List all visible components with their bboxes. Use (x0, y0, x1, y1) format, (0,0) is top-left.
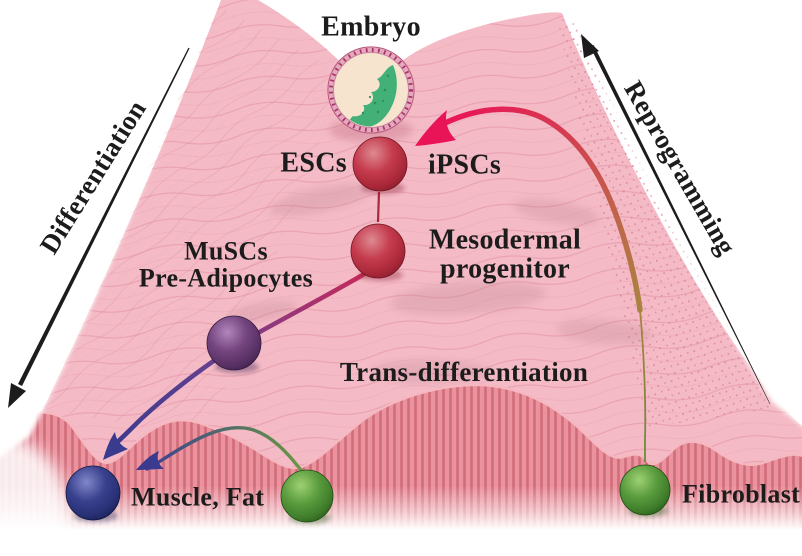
right-white-wedge (567, 0, 802, 426)
muscs-line1: MuSCs (184, 236, 268, 266)
cell-balls (65, 136, 671, 524)
fibroblast-ball (619, 464, 671, 516)
differentiation-arrowhead-icon (8, 383, 26, 408)
mesodermal-progenitor-label: Mesodermal progenitor (428, 224, 582, 285)
trans-differentiation-label: Trans-differentiation (339, 356, 589, 387)
muscle-fat-ball (65, 465, 121, 521)
texture-smudges (226, 184, 652, 384)
trans-differentiation-curve (136, 426, 308, 479)
escs-label: ESCs (280, 147, 347, 179)
muscs-preadipocyte-ball (206, 315, 262, 371)
embryo-label: Embryo (321, 11, 421, 43)
reprogramming-curve (415, 106, 647, 462)
mesodermal-line1: Mesodermal (428, 224, 582, 256)
left-white-wedge (0, 0, 214, 458)
ipscs-label: iPSCs (428, 149, 502, 181)
esc-ipsc-ball (352, 136, 408, 192)
transdifferentiation-source-ball (280, 469, 334, 523)
inner-cell-mass (347, 65, 397, 127)
blastocyst-icon (327, 46, 415, 134)
muscs-preadipocytes-label: MuSCs Pre-Adipocytes (138, 236, 314, 293)
muscs-line2: Pre-Adipocytes (138, 264, 314, 293)
mesodermal-line2: progenitor (439, 254, 571, 285)
mesodermal-progenitor-ball (350, 223, 406, 279)
esc-mesodermal-connector (376, 191, 381, 223)
differentiation-arrow (18, 47, 190, 386)
differentiation-arrowhead-icon (103, 432, 128, 460)
reprogramming-arrowhead-icon (581, 34, 599, 58)
axis-arrows (8, 34, 771, 408)
foreground-ridge (0, 383, 802, 556)
reprogramming-arrow (590, 45, 771, 405)
muscle-fat-label: Muscle, Fat (131, 482, 265, 512)
trans-differentiation-arrowhead-icon (136, 451, 164, 470)
reprogramming-arrowhead-icon (415, 110, 456, 146)
fibroblast-label: Fibroblast (682, 479, 801, 509)
